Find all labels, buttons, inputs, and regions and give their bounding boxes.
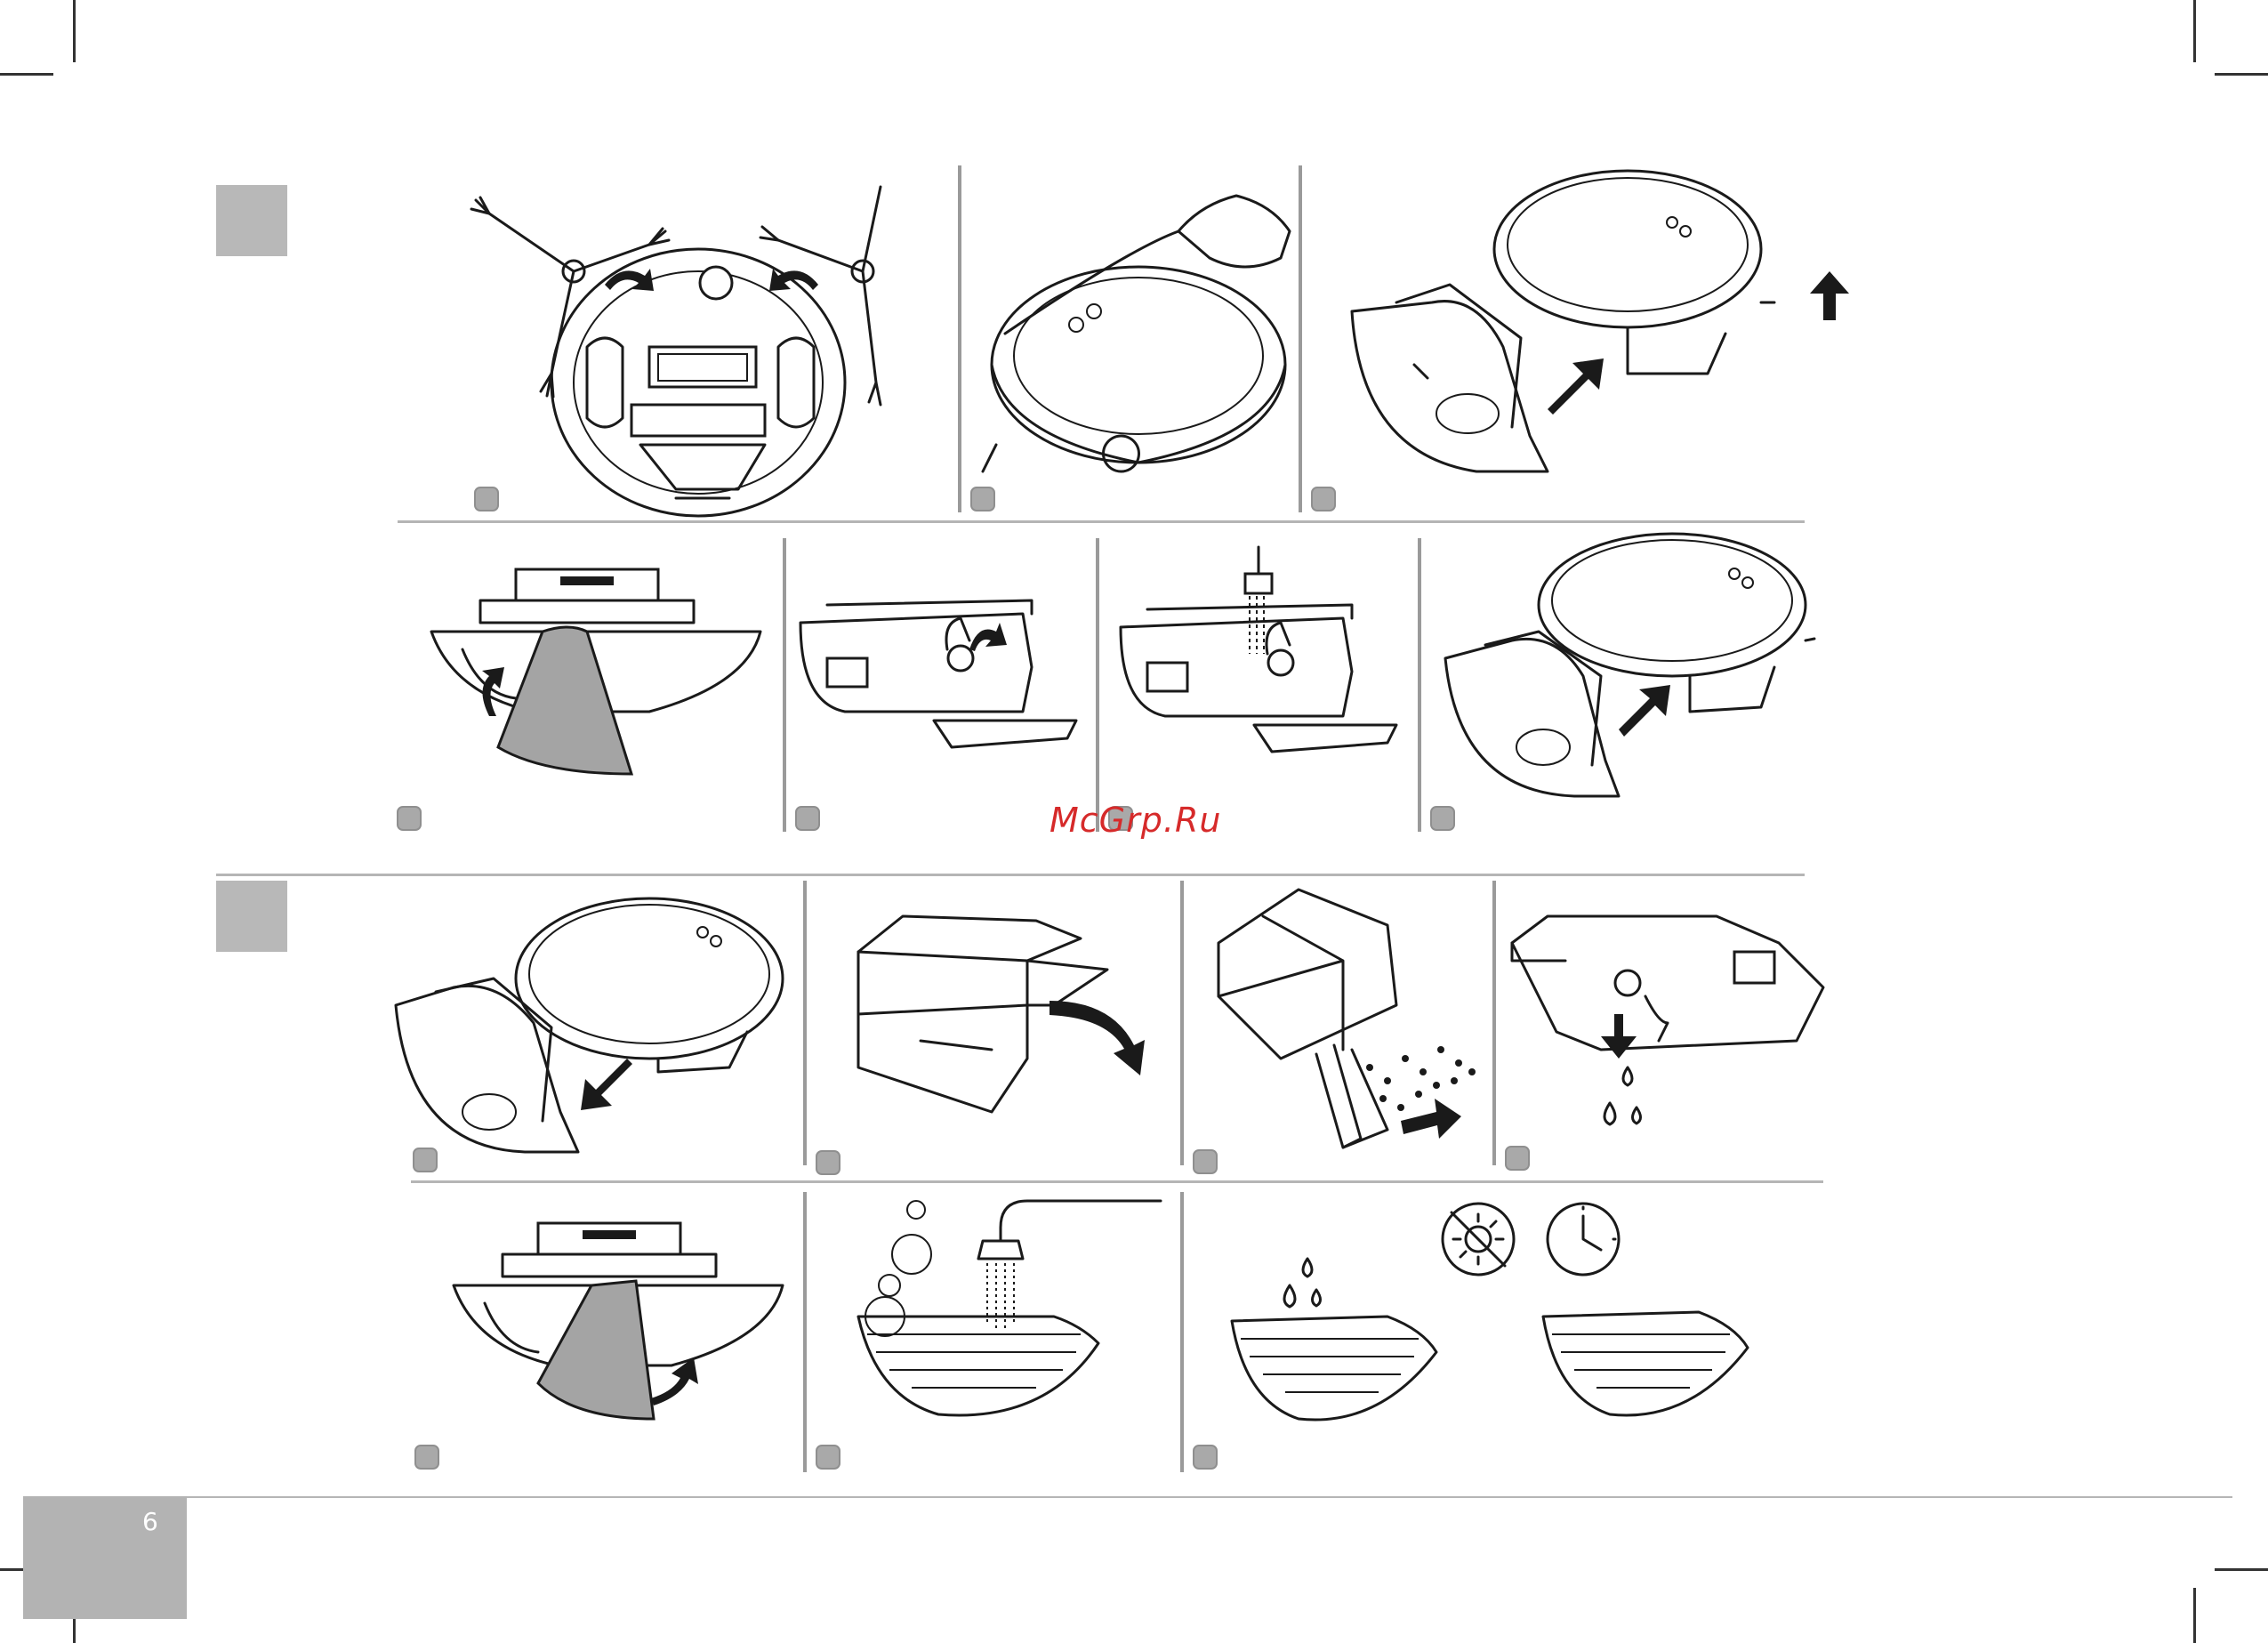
open-dustbin-lid-illustration — [849, 907, 1152, 1130]
step-marker-b5 — [414, 1445, 439, 1470]
drying-time-clock-icon — [1548, 1204, 1619, 1275]
row3-sep-2 — [1180, 881, 1184, 1165]
crop-mark-top-left-v — [73, 0, 76, 62]
crop-mark-top-right-v — [2193, 0, 2196, 62]
page-number-box — [23, 1496, 187, 1619]
robot-cleaning-cord-illustration — [987, 178, 1290, 471]
row1-sep-2 — [1299, 165, 1302, 512]
watermark: McGrp.Ru — [1050, 801, 1221, 840]
row4-sep-1 — [803, 1192, 807, 1472]
empty-dustbin-illustration — [1210, 890, 1494, 1156]
row3-divider — [411, 1180, 1823, 1183]
no-direct-sunlight-icon — [1443, 1204, 1514, 1275]
crop-mark-bottom-right-v — [2193, 1588, 2196, 1643]
robot-underside-illustration — [471, 196, 881, 516]
row1-sep-1 — [958, 165, 961, 512]
rinse-mop-cloth-illustration — [849, 1192, 1170, 1432]
step-marker-b7 — [1193, 1445, 1218, 1470]
open-water-tank-cap-illustration — [792, 587, 1094, 765]
remove-dustbin-illustration — [1343, 169, 1877, 489]
row2-sep-3 — [1418, 538, 1421, 832]
step-marker-a5 — [795, 806, 820, 831]
step-marker-a2 — [970, 487, 995, 511]
row2-sep-1 — [783, 538, 786, 832]
step-marker-b2 — [816, 1150, 840, 1175]
row2-sep-2 — [1096, 538, 1099, 832]
step-marker-a4 — [397, 806, 422, 831]
drain-water-tank-illustration — [1503, 907, 1832, 1148]
remove-dustbin-illustration-b — [391, 890, 800, 1156]
fill-water-tank-illustration — [1112, 547, 1414, 769]
crop-mark-top-right-h — [2215, 73, 2268, 76]
crop-mark-top-left-h — [0, 73, 53, 76]
section-divider — [216, 874, 1805, 876]
step-marker-b4 — [1505, 1146, 1530, 1171]
step-marker-a7 — [1430, 806, 1455, 831]
row3-sep-1 — [803, 881, 807, 1165]
insert-tank-illustration — [1441, 534, 1814, 801]
section-a-tab — [216, 185, 287, 256]
step-marker-b6 — [816, 1445, 840, 1470]
step-marker-a3 — [1311, 487, 1336, 511]
row4-sep-2 — [1180, 1192, 1184, 1472]
page-number: 6 — [142, 1507, 158, 1536]
detach-mop-cloth-illustration — [449, 1214, 787, 1437]
section-b-tab — [216, 881, 287, 952]
remove-mop-cloth-illustration — [427, 560, 765, 783]
dry-mop-cloth-illustration — [1227, 1196, 1832, 1437]
water-drops-icon — [1284, 1259, 1321, 1307]
crop-mark-bottom-right-h — [2215, 1568, 2268, 1571]
footer-rule — [187, 1496, 2232, 1498]
row1-divider — [398, 520, 1805, 523]
